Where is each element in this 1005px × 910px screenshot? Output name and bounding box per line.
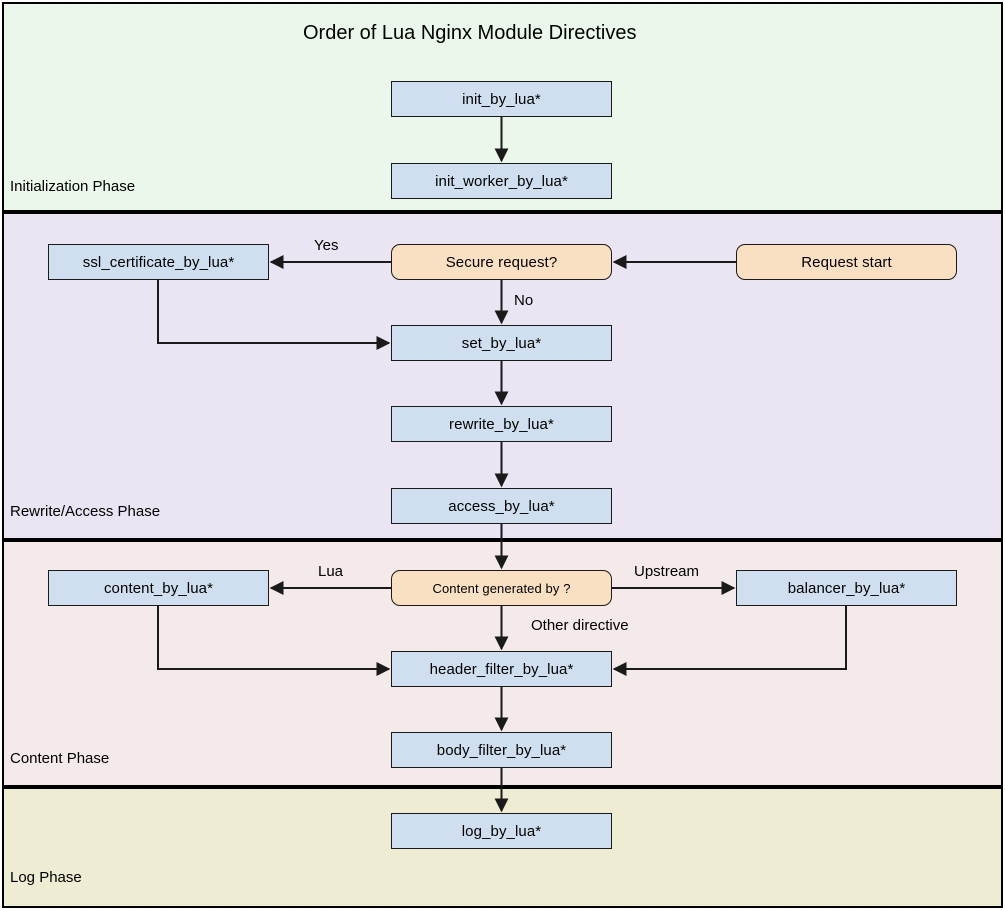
- node-label-init_by_lua: init_by_lua*: [462, 90, 541, 108]
- phase-label-initialization: Initialization Phase: [10, 178, 136, 195]
- node-label-secure_request: Secure request?: [445, 253, 558, 271]
- node-label-log_by_lua: log_by_lua*: [461, 822, 542, 840]
- phase-label-log: Log Phase: [10, 869, 82, 886]
- node-label-init_worker_by_lua: init_worker_by_lua*: [435, 172, 568, 190]
- node-rewrite_by_lua[interactable]: rewrite_by_lua*: [391, 406, 612, 442]
- node-header_filter_by_lua[interactable]: header_filter_by_lua*: [391, 651, 612, 687]
- node-access_by_lua[interactable]: access_by_lua*: [391, 488, 612, 524]
- edge-label-label-lua: Lua: [318, 563, 344, 580]
- page-title: Order of Lua Nginx Module Directives: [303, 22, 637, 44]
- node-request_start[interactable]: Request start: [736, 244, 957, 280]
- node-label-rewrite_by_lua: rewrite_by_lua*: [449, 415, 554, 433]
- node-init_by_lua[interactable]: init_by_lua*: [391, 81, 612, 117]
- node-label-body_filter_by_lua: body_filter_by_lua*: [436, 741, 567, 759]
- node-label-access_by_lua: access_by_lua*: [448, 497, 555, 515]
- node-content_by_lua[interactable]: content_by_lua*: [48, 570, 269, 606]
- node-label-ssl_certificate_by_lua: ssl_certificate_by_lua*: [82, 253, 235, 271]
- node-label-balancer_by_lua: balancer_by_lua*: [787, 579, 906, 597]
- node-content_generated_by[interactable]: Content generated by ?: [391, 570, 612, 606]
- edge-label-label-yes: Yes: [314, 237, 339, 254]
- node-init_worker_by_lua[interactable]: init_worker_by_lua*: [391, 163, 612, 199]
- edge-label-label-upstream: Upstream: [634, 563, 700, 580]
- node-secure_request[interactable]: Secure request?: [391, 244, 612, 280]
- edge-label-label-other-directive: Other directive: [531, 617, 629, 634]
- edge-label-label-no: No: [514, 292, 534, 309]
- node-body_filter_by_lua[interactable]: body_filter_by_lua*: [391, 732, 612, 768]
- phase-label-rewrite-access: Rewrite/Access Phase: [10, 503, 161, 520]
- node-log_by_lua[interactable]: log_by_lua*: [391, 813, 612, 849]
- node-label-header_filter_by_lua: header_filter_by_lua*: [429, 660, 574, 678]
- node-label-request_start: Request start: [801, 253, 892, 271]
- node-set_by_lua[interactable]: set_by_lua*: [391, 325, 612, 361]
- node-balancer_by_lua[interactable]: balancer_by_lua*: [736, 570, 957, 606]
- node-label-content_generated_by: Content generated by ?: [432, 580, 571, 596]
- node-ssl_certificate_by_lua[interactable]: ssl_certificate_by_lua*: [48, 244, 269, 280]
- phase-label-content: Content Phase: [10, 750, 110, 767]
- node-label-set_by_lua: set_by_lua*: [461, 334, 542, 352]
- node-label-content_by_lua: content_by_lua*: [103, 579, 214, 597]
